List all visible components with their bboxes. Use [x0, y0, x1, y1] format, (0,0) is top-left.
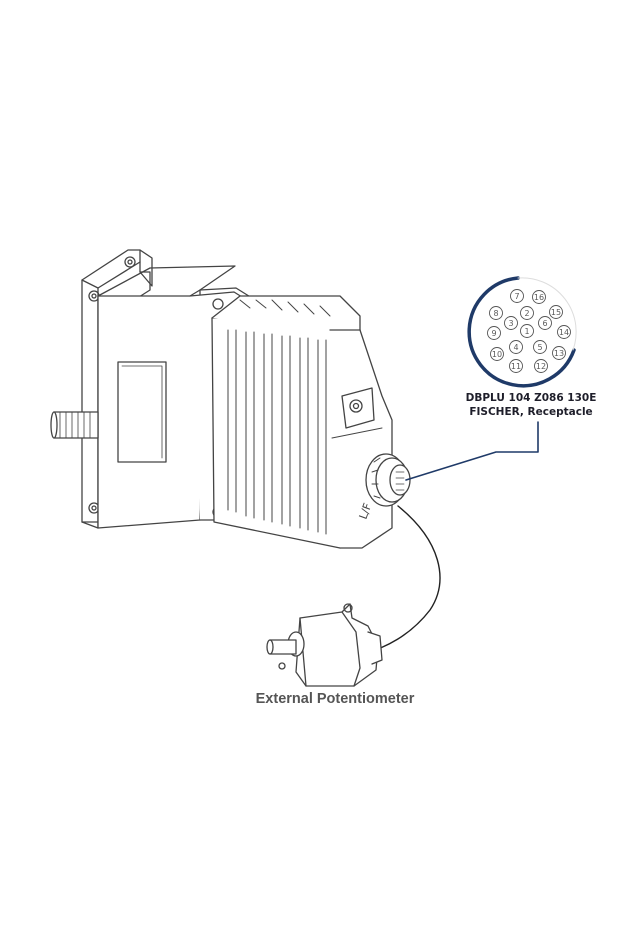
- pin-16-label: 16: [534, 293, 544, 302]
- pin-8-contact: [489, 306, 503, 320]
- potentiometer-cable: [367, 505, 441, 653]
- pin-7-contact: [510, 289, 524, 303]
- pin-12-contact: [534, 359, 548, 373]
- pin-2-contact: [520, 306, 534, 320]
- pin-14-label: 14: [559, 328, 569, 337]
- pin-4-label: 4: [513, 343, 518, 352]
- pin-3-contact: [504, 316, 518, 330]
- pin-16-contact: [532, 290, 546, 304]
- pin-6-contact: [538, 316, 552, 330]
- pin-5-contact: [533, 340, 547, 354]
- pin-10-contact: [490, 347, 504, 361]
- pin-3-label: 3: [508, 319, 513, 328]
- pin-5-label: 5: [537, 343, 542, 352]
- external-potentiometer: [266, 603, 383, 687]
- connector-description: FISCHER, Receptacle: [469, 406, 593, 418]
- pin-9-label: 9: [491, 329, 496, 338]
- pin-10-label: 10: [492, 350, 502, 359]
- pin-2-label: 2: [524, 309, 529, 318]
- pin-4-contact: [509, 340, 523, 354]
- pin-8-label: 8: [493, 309, 498, 318]
- actuator-motor: L/F: [50, 249, 411, 549]
- pin-13-label: 13: [554, 349, 564, 358]
- pin-14-contact: [557, 325, 571, 339]
- output-shaft: [50, 411, 99, 439]
- pin-1-contact: [520, 324, 534, 338]
- heatsink-fins: [227, 299, 331, 535]
- pin-13-contact: [552, 346, 566, 360]
- connector-part-number: DBPLU 104 Z086 130E: [465, 392, 597, 404]
- housing-window: [117, 361, 167, 463]
- actuator-marking: L/F: [357, 501, 375, 521]
- potentiometer-shaft: [266, 631, 305, 657]
- pinout-outline-arc: [467, 276, 576, 388]
- pin-11-contact: [509, 359, 523, 373]
- pin-7-label: 7: [514, 292, 519, 301]
- connector-leader-line: [405, 421, 539, 481]
- potentiometer-label: External Potentiometer: [255, 691, 415, 707]
- fischer-receptacle: [365, 453, 411, 507]
- pin-15-contact: [549, 305, 563, 319]
- flange-bolt-hole: [124, 256, 136, 268]
- pin-9-contact: [487, 326, 501, 340]
- pin-6-label: 6: [542, 319, 547, 328]
- pin-12-label: 12: [536, 362, 546, 371]
- pin-15-label: 15: [551, 308, 561, 317]
- pin-11-label: 11: [511, 362, 521, 371]
- pin-1-label: 1: [524, 327, 529, 336]
